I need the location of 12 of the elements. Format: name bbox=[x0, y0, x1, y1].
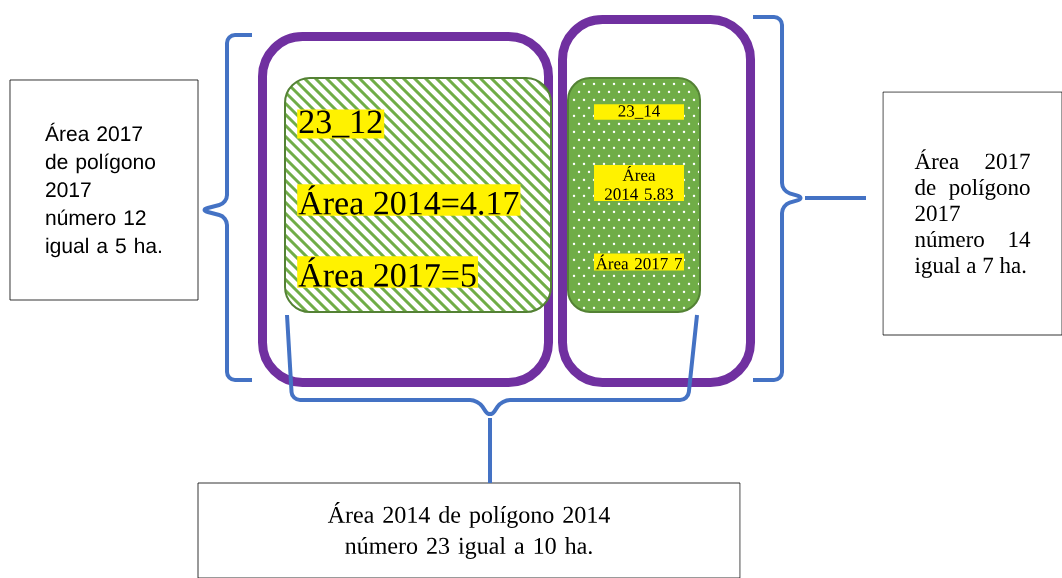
polygon-label: 23_14 bbox=[594, 104, 684, 120]
polygon-label: Área 2017=5 bbox=[297, 256, 478, 288]
polygon-label: 23_12 bbox=[297, 109, 385, 139]
polygon-label: Área 2014=4.17 bbox=[297, 184, 521, 216]
polygon-label: Área 2014 5.83 bbox=[594, 165, 684, 201]
dotted-polygon bbox=[567, 77, 701, 313]
hatched-polygon bbox=[284, 77, 552, 313]
text-box: Área 2017 de polígono 2017 número 12 igual a 5 ha. bbox=[9, 79, 199, 301]
text-box: Área 2014 de polígono 2014 número 23 igual a 10 ha. bbox=[197, 482, 741, 578]
group-outline bbox=[558, 15, 755, 387]
group-outline bbox=[258, 32, 553, 387]
text-box: Área 2017 de polígono 2017 número 14 igual a 7 ha. bbox=[882, 91, 1062, 336]
